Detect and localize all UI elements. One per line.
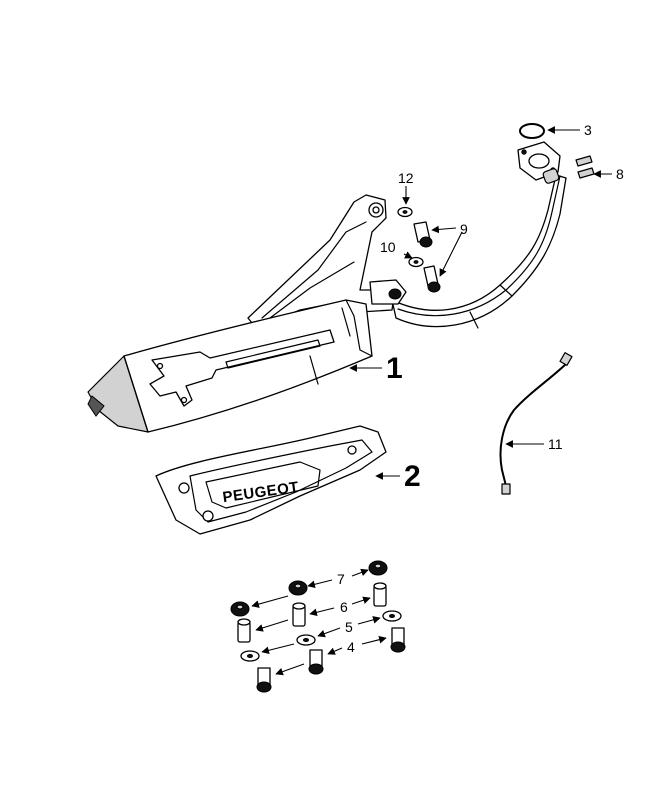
callout-6: 6	[340, 599, 348, 615]
callout-labels: 1 2 3 4 5 6 7 8 9 10 11 12	[337, 122, 624, 655]
callout-8: 8	[616, 166, 624, 182]
callout-3: 3	[584, 122, 592, 138]
washers	[240, 610, 402, 662]
callout-2: 2	[404, 460, 421, 493]
mount-bolt-lower	[423, 265, 441, 293]
muffler-mount-bracket	[247, 194, 407, 329]
exhaust-flange	[517, 141, 561, 184]
leader-lines	[251, 126, 612, 676]
callout-11: 11	[548, 436, 563, 452]
stud	[575, 155, 595, 179]
exhaust-gasket	[519, 123, 545, 139]
callout-4: 4	[347, 639, 355, 655]
muffler	[87, 299, 373, 433]
exhaust-header-pipe	[391, 174, 567, 329]
callout-5: 5	[345, 619, 353, 635]
heat-shield: PEUGEOT	[155, 425, 387, 535]
small-washer	[408, 256, 424, 268]
callout-7: 7	[337, 571, 345, 587]
mount-bolt-upper	[413, 221, 433, 248]
callout-10: 10	[380, 239, 396, 255]
sensor-cable	[499, 352, 573, 495]
callout-12: 12	[398, 170, 414, 186]
callout-9: 9	[460, 221, 468, 237]
bolts	[256, 627, 406, 693]
rubber-grommets	[230, 560, 388, 617]
spacers	[237, 582, 387, 643]
bracket-washer	[397, 206, 413, 218]
callout-1: 1	[386, 352, 403, 385]
